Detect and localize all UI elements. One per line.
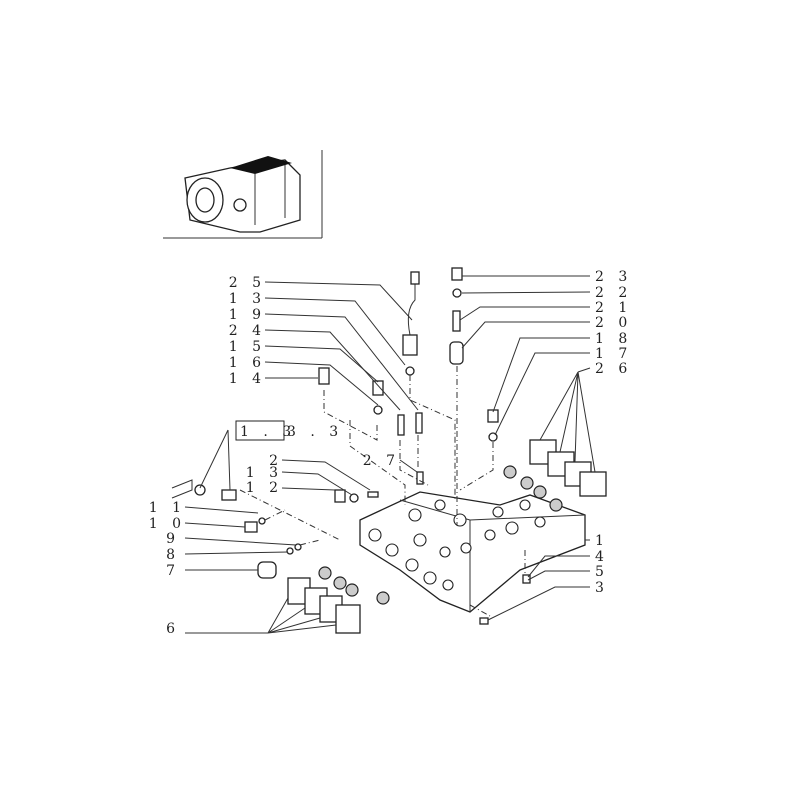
callout-13b: 1 3 bbox=[246, 465, 283, 481]
callout-13: 1 3 bbox=[229, 291, 266, 307]
small-parts bbox=[171, 267, 531, 625]
locator-thumbnail bbox=[163, 150, 323, 239]
callout-5: 5 bbox=[595, 564, 609, 580]
callout-2: 2 bbox=[269, 453, 283, 469]
callout-10: 1 0 bbox=[149, 516, 186, 532]
assembly-lines bbox=[239, 366, 526, 617]
callout-4: 4 bbox=[595, 549, 609, 565]
callout-12: 1 2 bbox=[246, 480, 283, 496]
highlighted-area bbox=[230, 156, 292, 174]
callout-16: 1 6 bbox=[229, 355, 266, 371]
callout-21: 2 1 bbox=[595, 300, 632, 316]
callout-27: 2 7 bbox=[363, 453, 400, 469]
reference-box-label: 1 . 3 bbox=[240, 424, 296, 440]
reference-box-suffix: 3 . 3 bbox=[287, 424, 343, 440]
callout-1: 1 bbox=[595, 533, 609, 549]
callout-20: 2 0 bbox=[595, 315, 632, 331]
callout-3: 3 bbox=[595, 580, 609, 596]
callout-11: 1 1 bbox=[149, 500, 186, 516]
callout-19: 1 9 bbox=[229, 307, 266, 323]
solenoid-group-right bbox=[503, 439, 607, 512]
callout-25: 2 5 bbox=[229, 275, 266, 291]
callout-6: 6 bbox=[166, 621, 180, 637]
callout-9: 9 bbox=[166, 531, 180, 547]
callout-7: 7 bbox=[166, 563, 180, 579]
callout-24: 2 4 bbox=[229, 323, 266, 339]
solenoid-group-left bbox=[287, 566, 390, 634]
callout-15: 1 5 bbox=[229, 339, 266, 355]
callout-14: 1 4 bbox=[229, 371, 266, 387]
callout-18: 1 8 bbox=[595, 331, 632, 347]
left-callouts: 2 5 1 3 1 9 2 4 1 5 1 6 1 4 2 2 7 1 3 1 … bbox=[149, 275, 400, 637]
callout-17: 1 7 bbox=[595, 346, 632, 362]
callout-26: 2 6 bbox=[595, 361, 632, 377]
valve-body bbox=[359, 491, 586, 613]
right-callouts: 2 3 2 2 2 1 2 0 1 8 1 7 2 6 1 4 5 3 bbox=[595, 269, 632, 596]
reference-box: 1 . 3 3 . 3 bbox=[235, 420, 343, 441]
callout-23: 2 3 bbox=[595, 269, 632, 285]
callout-8: 8 bbox=[166, 547, 180, 563]
leader-lines bbox=[184, 275, 596, 634]
callout-22: 2 2 bbox=[595, 285, 632, 301]
